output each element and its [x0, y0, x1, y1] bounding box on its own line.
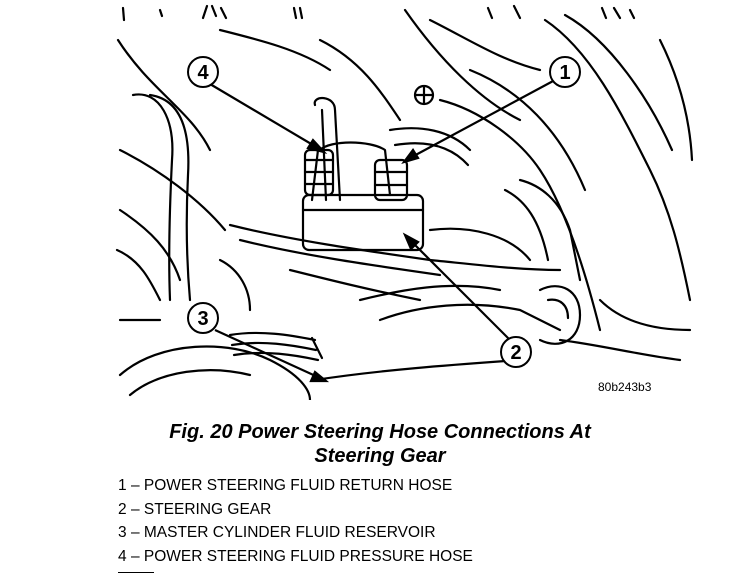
legend-text: MASTER CYLINDER FLUID RESERVOIR: [143, 524, 436, 541]
legend-item: 4 – POWER STEERING FLUID PRESSURE HOSE: [118, 545, 473, 569]
legend-separator: –: [130, 547, 140, 565]
engine-bay-illustration: 4 1 3 2: [115, 4, 694, 400]
legend-number: 1: [118, 477, 127, 494]
legend-text: POWER STEERING FLUID RETURN HOSE: [143, 477, 453, 494]
callout-4: 4: [187, 56, 219, 88]
legend-list: 1 – POWER STEERING FLUID RETURN HOSE 2 –…: [118, 474, 473, 568]
svg-text:1: 1: [559, 62, 570, 84]
divider: [118, 572, 154, 573]
legend-number: 4: [118, 547, 127, 565]
svg-text:4: 4: [197, 62, 209, 84]
legend-separator: –: [130, 524, 140, 541]
legend-text: STEERING GEAR: [143, 500, 272, 518]
legend-item: 3 – MASTER CYLINDER FLUID RESERVOIR: [118, 521, 473, 545]
svg-text:2: 2: [510, 342, 521, 364]
image-code: 80b243b3: [598, 380, 652, 394]
callout-1: 1: [549, 56, 581, 88]
legend-item: 2 – STEERING GEAR: [118, 498, 473, 522]
legend-item: 1 – POWER STEERING FLUID RETURN HOSE: [118, 474, 473, 498]
figure-caption-line-2: Steering Gear: [314, 445, 446, 467]
figure-caption-line-1: Fig. 20 Power Steering Hose Connections …: [169, 421, 591, 443]
legend-separator: –: [130, 477, 140, 494]
legend-number: 3: [118, 524, 127, 541]
legend-text: POWER STEERING FLUID PRESSURE HOSE: [143, 547, 473, 565]
callout-2: 2: [500, 336, 532, 368]
svg-text:3: 3: [197, 308, 208, 330]
legend-separator: –: [130, 500, 140, 518]
legend-number: 2: [118, 500, 127, 518]
callout-3: 3: [187, 302, 219, 334]
